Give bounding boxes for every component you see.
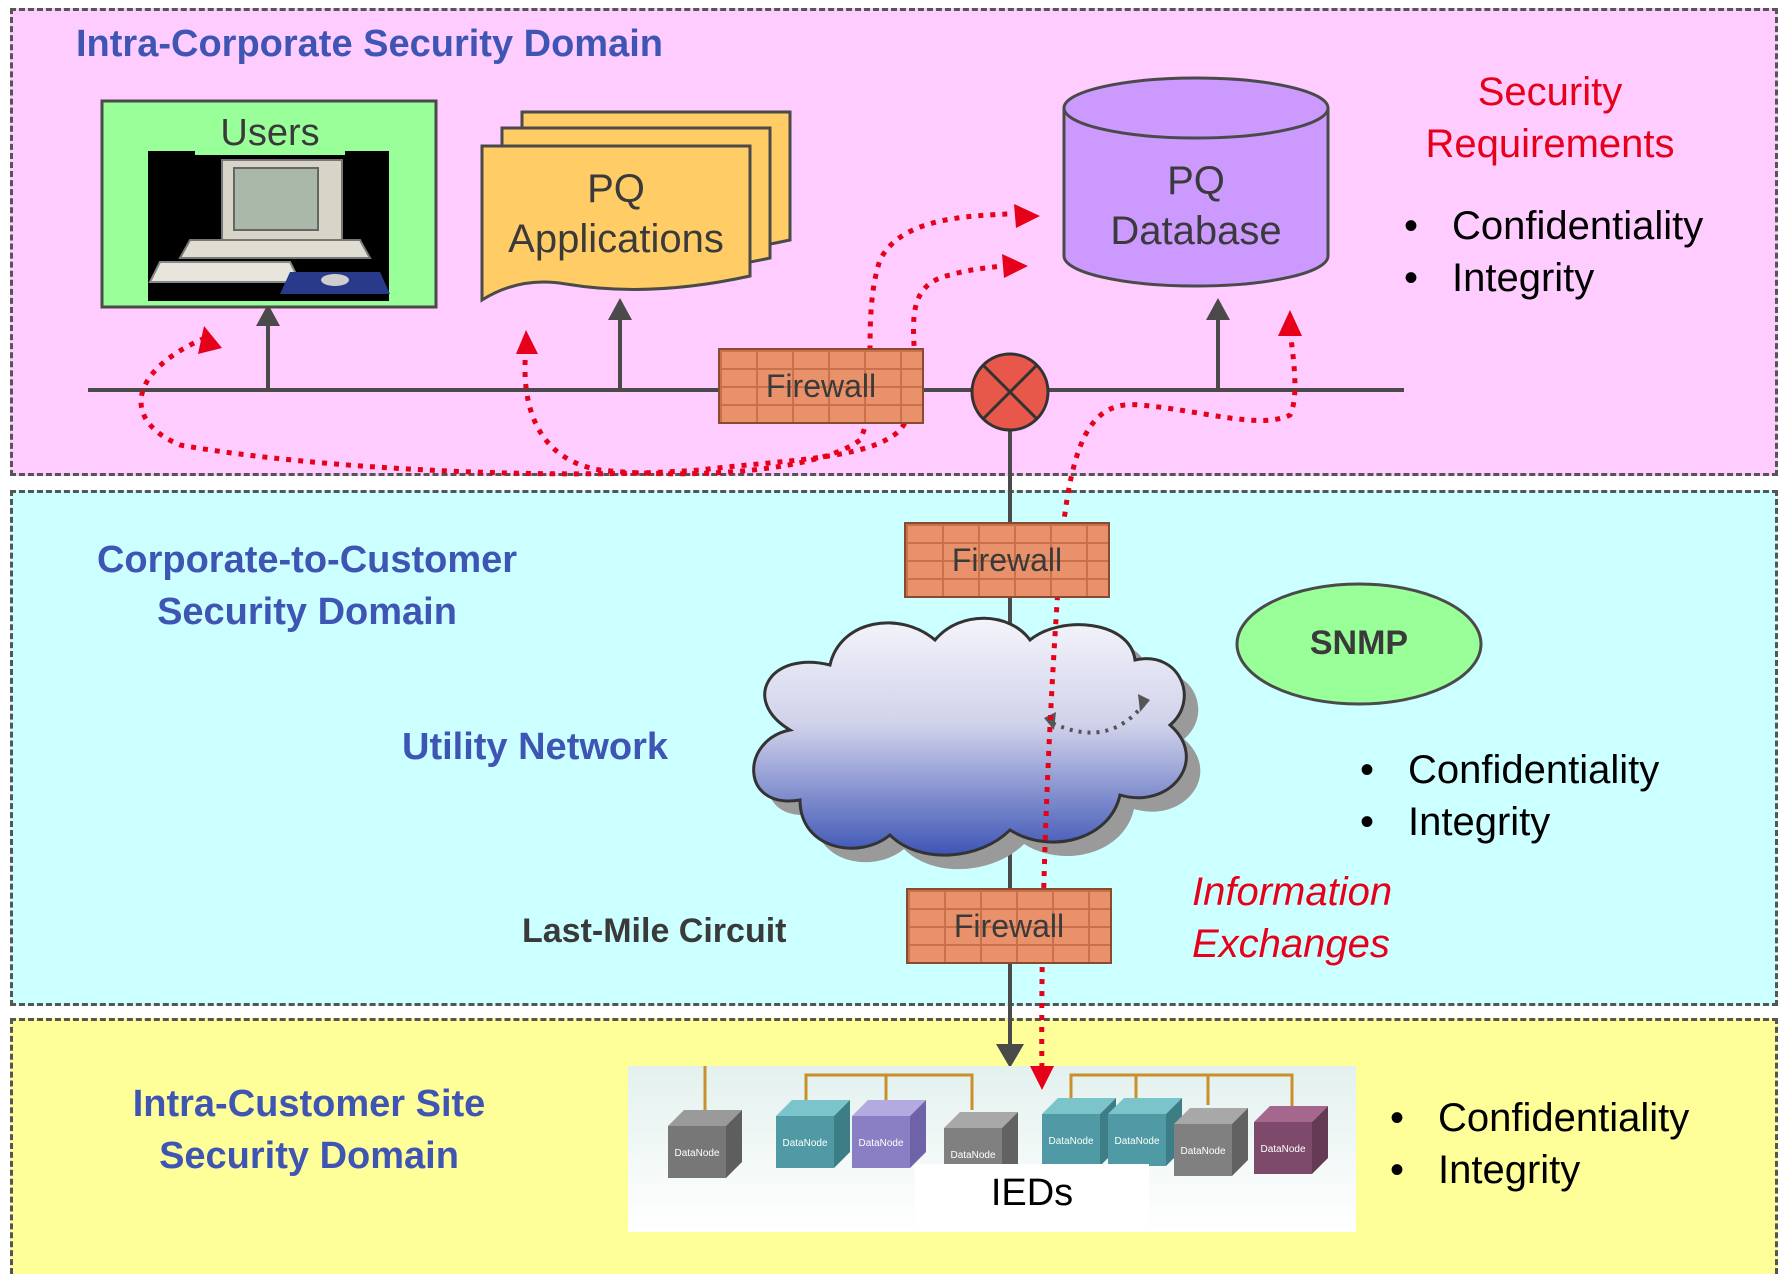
users-uplink-head — [256, 304, 280, 326]
computer-icon — [148, 159, 390, 294]
exchange-head-ied — [1030, 1066, 1054, 1090]
ieds-label-box — [915, 1164, 1149, 1226]
ied-device: DataNode — [668, 1110, 742, 1178]
utility-network-label: Utility Network — [402, 726, 669, 768]
db-uplink-head — [1206, 298, 1230, 320]
corp-to-customer-title: Corporate-to-Customer Security Domain — [72, 534, 542, 638]
snmp-label: SNMP — [1309, 624, 1409, 662]
snmp-link-head-a — [1138, 694, 1150, 712]
firewall-last-mile: Firewall — [906, 888, 1112, 964]
backbone-head — [996, 1044, 1024, 1068]
ied-device: DataNode — [1108, 1098, 1182, 1166]
ied-device: DataNode — [1042, 1098, 1116, 1166]
exchange-path-users-apps — [138, 262, 1009, 477]
snmp-link — [1049, 702, 1146, 735]
ied-bus — [703, 1066, 1294, 1110]
ied-device-label: DataNode — [782, 1138, 827, 1149]
ied-device-label: DataNode — [858, 1138, 903, 1149]
ied-device: DataNode — [1174, 1108, 1248, 1176]
snmp-link-head-b — [1044, 712, 1056, 730]
ied-device-label: DataNode — [674, 1148, 719, 1159]
utility-network-cloud — [752, 616, 1201, 870]
snmp-node — [1235, 582, 1483, 706]
info-exchange-paths — [138, 211, 1298, 1081]
users-node — [100, 99, 438, 309]
ied-device: DataNode — [776, 1100, 850, 1168]
pq-applications-label-line1: PQ — [587, 167, 645, 211]
exchange-path-apps — [522, 211, 1009, 477]
last-mile-label: Last-Mile Circuit — [522, 912, 787, 950]
requirement-item: Confidentiality — [1390, 1092, 1689, 1144]
ieds-label: IEDs — [990, 1172, 1074, 1214]
requirement-item: Confidentiality — [1404, 200, 1703, 252]
pq-applications-label-line2: Applications — [508, 217, 724, 261]
information-exchanges-line2: Exchanges — [1192, 922, 1390, 966]
pq-database-label-line2: Database — [1110, 209, 1282, 253]
requirement-item: Integrity — [1404, 252, 1703, 304]
exchange-head-db2 — [1002, 254, 1028, 278]
network-requirements: Confidentiality Integrity — [1360, 744, 1659, 848]
ied-device-label: DataNode — [1048, 1136, 1093, 1147]
requirement-item: Integrity — [1360, 796, 1659, 848]
intra-customer-title-line2: Security Domain — [159, 1135, 459, 1177]
security-requirements-line2: Requirements — [1425, 122, 1675, 166]
corporate-requirements: Confidentiality Integrity — [1404, 200, 1703, 304]
intra-corporate-title: Intra-Corporate Security Domain — [76, 23, 663, 65]
router-icon — [970, 352, 1050, 432]
exchange-head-db1 — [1014, 204, 1040, 228]
pq-database-label: PQ Database — [1076, 156, 1316, 256]
security-requirements-title: Security Requirements — [1400, 66, 1700, 170]
apps-uplink-head — [608, 298, 632, 320]
information-exchanges-label: Information Exchanges — [1192, 866, 1392, 970]
customer-requirements: Confidentiality Integrity — [1390, 1092, 1689, 1196]
exchange-head-users — [198, 326, 222, 354]
corp-to-customer-title-line1: Corporate-to-Customer — [96, 539, 518, 581]
ied-device-label: DataNode — [1260, 1144, 1305, 1155]
firewall-corporate: Firewall — [718, 348, 924, 424]
ied-device: DataNode — [852, 1100, 926, 1168]
exchange-head-db3 — [1278, 310, 1302, 336]
requirement-item: Confidentiality — [1360, 744, 1659, 796]
pq-applications-label: PQ Applications — [486, 164, 746, 264]
ied-device-label: DataNode — [1114, 1136, 1159, 1147]
ied-device: DataNode — [1254, 1106, 1328, 1174]
firewall-upper: Firewall — [904, 522, 1110, 598]
exchange-path-db-ied — [1039, 329, 1298, 1081]
security-requirements-line1: Security — [1477, 70, 1623, 114]
ied-device-label: DataNode — [950, 1150, 995, 1161]
corp-to-customer-title-line2: Security Domain — [157, 591, 457, 633]
pq-applications-node — [480, 110, 792, 303]
information-exchanges-line1: Information — [1192, 870, 1393, 914]
pq-database-node — [1062, 76, 1330, 288]
intra-customer-title-line1: Intra-Customer Site — [132, 1083, 486, 1125]
exchange-head-apps — [516, 330, 538, 354]
requirement-item: Integrity — [1390, 1144, 1689, 1196]
ied-device-label: DataNode — [1180, 1146, 1225, 1157]
pq-database-label-line1: PQ — [1167, 159, 1225, 203]
intra-customer-title: Intra-Customer Site Security Domain — [104, 1078, 514, 1182]
users-label: Users — [195, 112, 345, 155]
